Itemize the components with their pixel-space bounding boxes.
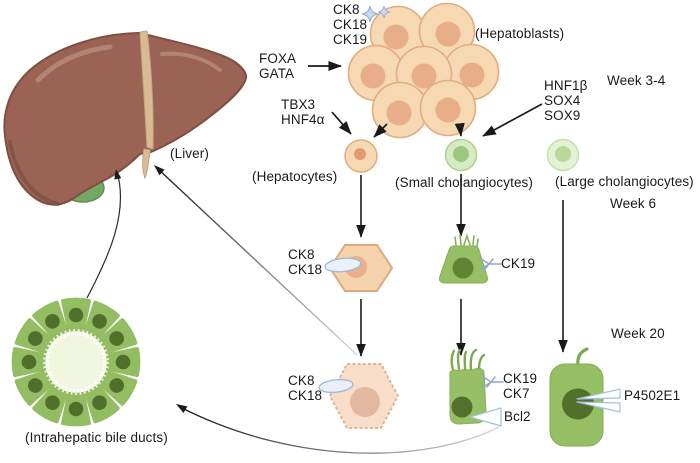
ck19-week6-label: CK19 <box>501 256 536 271</box>
liver-shadow-stroke <box>8 140 60 206</box>
hepatocytes-label: (Hepatocytes) <box>252 169 338 184</box>
small-cholangiocytes-label: (Small cholangiocytes) <box>395 175 534 190</box>
antibody-ellipse-icon <box>324 257 362 273</box>
falciform-ligament <box>139 30 154 150</box>
cholangiocyte-week6-cell <box>439 233 488 284</box>
foxa-gata-label: FOXA GATA <box>259 51 297 81</box>
p4502e1-chevron-icon <box>576 388 621 413</box>
cilia <box>454 233 479 247</box>
hepatoblasts-label: (Hepatoblasts) <box>475 26 565 41</box>
hepatoblast-markers-label: CK8 CK18 CK19 <box>333 2 368 47</box>
large-cholangiocyte-week20-cell <box>549 347 604 447</box>
cluster-to-hepatocyte-arrow <box>373 123 388 138</box>
liver-body <box>3 32 248 206</box>
primary-cilium <box>576 347 589 367</box>
liver-label: (Liver) <box>170 146 209 161</box>
antibody-y-icon <box>481 375 504 389</box>
hepatoblast-cell <box>419 79 477 137</box>
tbx3-hnf4a-label: TBX3 HNF4α <box>281 97 325 127</box>
large-cholangiocytes-label: (Large cholangiocytes) <box>555 174 694 189</box>
week-20-label: Week 20 <box>611 326 665 341</box>
tbx3-hnf4a-arrow <box>331 111 352 135</box>
hepatocyte-week20-cell <box>329 363 399 429</box>
ck8-ck18-week6-label: CK8 CK18 <box>288 247 323 277</box>
hepatoblast-cluster <box>347 2 500 139</box>
cholangiocyte-to-duct-arrow <box>176 404 500 454</box>
ck8-ck18-week20-label: CK8 CK18 <box>288 373 323 403</box>
cluster-to-small-chol-arrow <box>454 122 465 137</box>
lumen-cilia-fringe <box>43 329 109 395</box>
hnf1b-sox-arrow <box>482 103 543 137</box>
liver-highlight-right <box>160 51 222 72</box>
week-6-label: Week 6 <box>610 196 657 211</box>
liver-highlight-left <box>35 44 113 83</box>
antibody-y-icon <box>479 257 502 271</box>
antibody-ellipse-icon <box>318 378 354 394</box>
ligament-tail <box>142 148 151 180</box>
cilia <box>450 348 486 372</box>
hnf1b-sox-label: HNF1β SOX4 SOX9 <box>544 78 588 123</box>
small-cholangiocyte-cell <box>444 138 478 172</box>
cholangiocyte-week20-cell <box>449 348 487 425</box>
p4502e1-label: P4502E1 <box>624 388 681 403</box>
ck19-ck7-week20-label: CK19 CK7 <box>503 371 538 401</box>
bile-duct-ring <box>11 297 141 427</box>
liver-illustration <box>3 30 248 206</box>
hepatoblast-cell <box>418 2 476 60</box>
duct-lumen <box>49 335 103 389</box>
hepatocyte-to-liver-arrow <box>154 165 358 356</box>
week-3-4-label: Week 3-4 <box>607 73 666 88</box>
bcl2-triangle-icon <box>469 407 502 427</box>
hepatocyte-progenitor-cell <box>344 139 378 173</box>
bile-ducts-label: (Intrahepatic bile ducts) <box>25 430 168 445</box>
bcl2-label: Bcl2 <box>504 409 531 424</box>
large-cholangiocyte-cell <box>546 138 580 172</box>
bile-duct-to-liver-arrow <box>86 169 122 299</box>
